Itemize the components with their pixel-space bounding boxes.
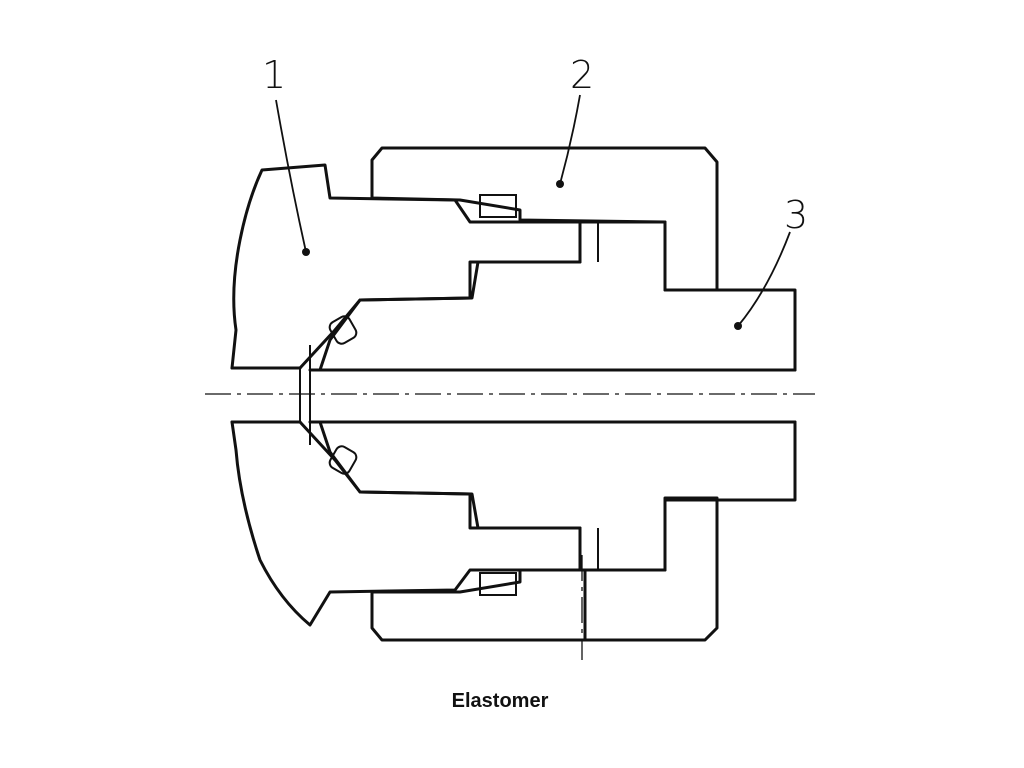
leader-lines: [275, 94, 791, 330]
center-bore: [230, 345, 797, 445]
part-1-body: [230, 163, 582, 627]
part-label-2: 2: [570, 53, 594, 97]
part-label-3: 3: [784, 193, 808, 237]
diagram-caption: Elastomer: [451, 690, 549, 712]
part-label-1: 1: [262, 53, 286, 97]
elastomer-seals: [328, 315, 358, 475]
part-3-stem: [318, 220, 797, 572]
